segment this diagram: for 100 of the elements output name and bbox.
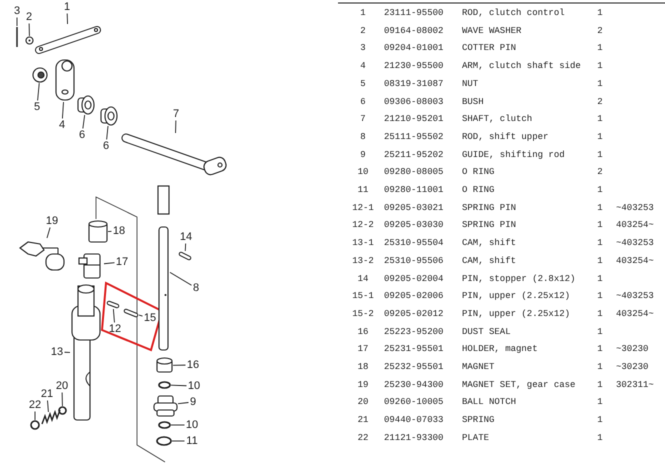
ball-drawing <box>58 406 67 415</box>
part-description: PIN, upper (2.25x12) <box>462 308 572 320</box>
callout-number: 13 <box>50 346 64 358</box>
callout-number: 17 <box>114 256 130 268</box>
leader-line <box>66 13 68 24</box>
part-number: 21230-95500 <box>384 61 444 72</box>
plate-drawing <box>30 420 40 430</box>
leader-line <box>104 262 115 264</box>
part-description: CAM, shift <box>462 256 518 267</box>
callout-number: 22 <box>28 398 42 412</box>
quantity: 1 <box>596 344 604 356</box>
item-number: 9 <box>359 150 367 161</box>
part-description: MAGNET SET, gear case <box>462 380 576 391</box>
serial-range: 403254~ <box>616 220 655 232</box>
quantity: 1 <box>596 308 604 320</box>
serial-range: 403254~ <box>616 308 655 320</box>
leader-line <box>106 126 108 140</box>
callout-number: 16 <box>186 358 200 372</box>
washer-drawing <box>25 36 34 45</box>
part-number: 09280-08005 <box>384 167 444 178</box>
quantity: 1 <box>596 380 604 391</box>
part-number: 21210-95201 <box>384 114 444 126</box>
callout-number: 21 <box>40 388 54 400</box>
part-number: 25310-95506 <box>384 256 444 267</box>
leader-line <box>82 114 86 129</box>
callout-number: 6 <box>102 140 110 152</box>
part-number: 09205-03030 <box>384 220 444 232</box>
part-description: PIN, upper (2.25x12) <box>462 291 572 302</box>
nut-drawing <box>31 67 49 83</box>
serial-range: ~403253 <box>616 291 655 302</box>
quantity: 1 <box>596 362 604 373</box>
part-description: MAGNET <box>462 362 496 373</box>
item-number: 19 <box>356 380 370 391</box>
part-number: 09306-08003 <box>384 96 444 108</box>
leader-line <box>62 392 63 406</box>
part-number: 09440-07033 <box>384 415 444 426</box>
quantity: 1 <box>596 326 604 338</box>
part-description: DUST SEAL <box>462 326 512 338</box>
quantity: 1 <box>596 397 604 408</box>
part-number: 25211-95202 <box>384 150 444 161</box>
callout-number: 2 <box>24 10 34 24</box>
callout-number: 4 <box>58 118 66 132</box>
quantity: 1 <box>596 8 604 19</box>
leader-line <box>64 352 70 353</box>
spring-drawing <box>40 412 58 427</box>
item-number: 18 <box>356 362 370 373</box>
quantity: 1 <box>596 150 604 161</box>
part-description: PLATE <box>462 432 490 444</box>
callout-number: 12 <box>108 322 122 336</box>
quantity: 2 <box>596 167 604 178</box>
serial-range: ~403253 <box>616 202 655 214</box>
quantity: 1 <box>596 78 604 90</box>
callout-number: 18 <box>112 224 126 238</box>
quantity: 1 <box>596 432 604 444</box>
callout-number: 11 <box>184 434 200 448</box>
part-number: 09205-02012 <box>384 308 444 320</box>
bush-drawing <box>77 95 95 115</box>
item-number: 20 <box>356 397 370 408</box>
part-number: 09205-02006 <box>384 291 444 302</box>
part-number: 09260-10005 <box>384 397 444 408</box>
quantity: 1 <box>596 291 604 302</box>
part-description: ROD, clutch control <box>462 8 566 19</box>
guide-drawing <box>153 393 178 417</box>
leader-line <box>184 243 186 252</box>
callout-number: 1 <box>62 0 72 14</box>
callout-number: 20 <box>54 380 70 392</box>
callout-number: 8 <box>192 282 200 294</box>
part-description: PIN, stopper (2.8x12) <box>462 274 576 284</box>
leader-line <box>170 272 192 286</box>
quantity: 1 <box>596 220 604 232</box>
quantity: 1 <box>596 415 604 426</box>
item-number: 6 <box>359 96 367 108</box>
leader-line <box>112 308 115 323</box>
item-number: 10 <box>356 167 370 178</box>
pin-drawing <box>123 308 139 318</box>
part-description: SPRING PIN <box>462 220 518 232</box>
callout-number: 10 <box>184 418 200 432</box>
part-number: 09205-02004 <box>384 274 444 284</box>
leader-line <box>28 23 30 36</box>
bush-drawing <box>100 106 118 126</box>
pin-drawing <box>15 26 19 48</box>
part-description: O RING <box>462 167 496 178</box>
part-description: SPRING <box>462 415 496 426</box>
part-number: 09205-03021 <box>384 202 444 214</box>
leader-line <box>178 402 189 404</box>
callout-number: 19 <box>44 214 60 228</box>
quantity: 1 <box>596 43 604 54</box>
pin-drawing <box>106 300 120 309</box>
callout-number: 3 <box>12 4 22 18</box>
quantity: 1 <box>596 202 604 214</box>
magnet-drawing <box>88 219 108 245</box>
item-number: 21 <box>356 415 370 426</box>
quantity: 1 <box>596 185 604 196</box>
callout-number: 5 <box>32 100 42 114</box>
part-description: O RING <box>462 185 496 196</box>
item-number: 15-2 <box>351 308 375 320</box>
part-description: CAM, shift <box>462 238 518 250</box>
item-number: 12-2 <box>351 220 375 232</box>
serial-range: ~30230 <box>616 362 650 373</box>
item-number: 15-1 <box>351 291 375 302</box>
